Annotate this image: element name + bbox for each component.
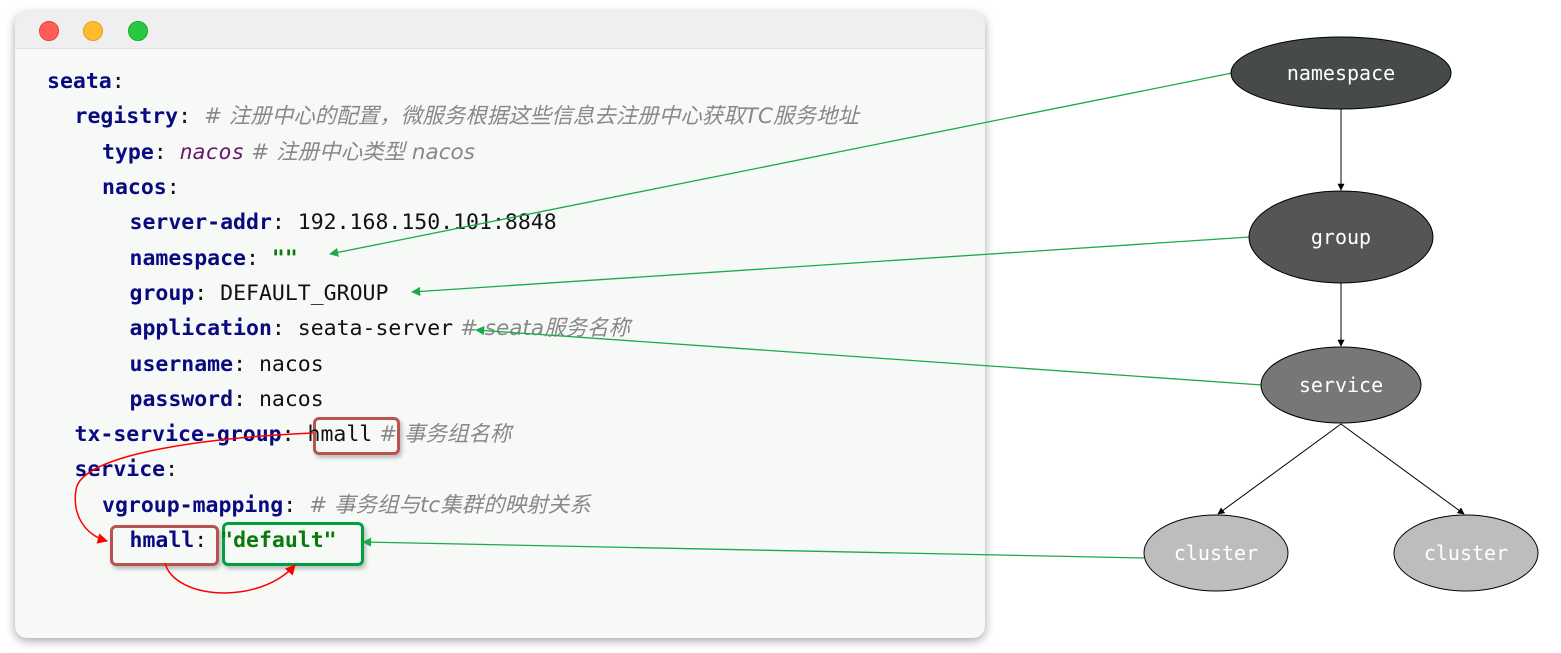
code-token-punct: : (153, 140, 180, 165)
title-bar (15, 12, 985, 49)
code-token-italic: nacos (179, 140, 245, 165)
minimize-window-button[interactable] (83, 21, 103, 41)
close-window-button[interactable] (39, 21, 59, 41)
code-token-plain: nacos (258, 352, 324, 377)
code-token-str: "" (271, 246, 298, 271)
node-ellipse (1393, 514, 1539, 592)
code-window (15, 12, 985, 638)
code-line: registry: # 注册中心的配置，微服务根据这些信息去注册中心获取TC服务… (75, 104, 859, 130)
code-token-punct: : (246, 246, 272, 271)
code-token-punct: : (165, 457, 179, 482)
code-line: type: nacos # 注册中心类型 nacos (102, 140, 475, 166)
code-token-key: hmall (129, 528, 195, 553)
code-token-key: tx-service-group (74, 422, 282, 447)
code-token-punct: : (271, 210, 298, 235)
node-ellipse (1143, 514, 1289, 592)
code-line: seata: (47, 69, 125, 95)
code-token-punct: : (283, 493, 310, 518)
code-token-plain: nacos (258, 387, 324, 412)
arrow-service-to-code (475, 326, 1263, 386)
code-token-comment: # 事务组与tc集群的映射关系 (309, 493, 591, 518)
code-token-plain: 192.168.150.101:8848 (297, 210, 557, 235)
code-token-punct: : (178, 104, 204, 129)
code-token-plain: seata-server (297, 316, 454, 341)
code-line: application: seata-server # seata服务名称 (130, 316, 631, 342)
code-token-key: registry (74, 104, 179, 129)
node-label: namespace (1287, 61, 1395, 85)
code-token-punct: : (233, 387, 259, 412)
code-token-comment: # 注册中心的配置，微服务根据这些信息去注册中心获取TC服务地址 (203, 104, 859, 129)
edge-service-cluster1 (1217, 423, 1342, 515)
arrow-key-to-value (164, 562, 296, 594)
code-line: group: DEFAULT_GROUP (130, 281, 389, 307)
node-group: group (1248, 190, 1434, 284)
node-ellipse (1260, 346, 1422, 424)
code-line: nacos: (102, 175, 180, 201)
code-token-comment: # 注册中心类型 nacos (244, 140, 475, 165)
mapping-key-highlight-box (110, 525, 219, 566)
code-token-key: type (102, 140, 154, 165)
code-token-key: seata (47, 69, 112, 94)
node-label: cluster (1174, 541, 1258, 565)
code-token-key: username (129, 352, 234, 377)
code-line: hmall: "default" (130, 528, 337, 554)
node-label: cluster (1424, 541, 1508, 565)
arrow-txgroup-to-mapping-key (74, 432, 314, 544)
code-line: namespace: "" (130, 246, 298, 272)
code-token-punct: : (271, 316, 298, 341)
maximize-window-button[interactable] (128, 21, 148, 41)
node-label: service (1299, 373, 1383, 397)
code-token-punct: : (233, 352, 259, 377)
code-token-comment: # seata服务名称 (453, 316, 631, 341)
code-line: vgroup-mapping: # 事务组与tc集群的映射关系 (102, 493, 591, 519)
code-token-str: "default" (220, 528, 337, 553)
code-line: tx-service-group: hmall # 事务组名称 (75, 422, 512, 448)
code-token-punct: : (194, 528, 221, 553)
code-token-comment: # 事务组名称 (372, 422, 512, 447)
edge-service-cluster2 (1340, 423, 1465, 515)
node-cluster2: cluster (1393, 514, 1539, 592)
code-line: password: nacos (130, 387, 324, 413)
arrow-namespace-to-code (329, 72, 1233, 257)
code-token-key: namespace (129, 246, 247, 271)
code-token-punct: : (166, 175, 180, 200)
node-service: service (1260, 346, 1422, 424)
code-token-key: server-addr (129, 210, 272, 235)
code-line: server-addr: 192.168.150.101:8848 (130, 210, 557, 236)
code-token-punct: : (111, 69, 125, 94)
node-label: group (1311, 225, 1371, 249)
code-token-punct: : (194, 281, 221, 306)
code-token-key: service (74, 457, 166, 482)
code-line: username: nacos (130, 352, 324, 378)
arrow-group-to-code (411, 236, 1251, 297)
arrow-cluster-to-code (362, 537, 1145, 559)
node-ellipse (1248, 190, 1434, 284)
node-cluster1: cluster (1143, 514, 1289, 592)
code-token-key: password (129, 387, 234, 412)
code-line: service: (75, 457, 179, 483)
code-token-key: application (129, 316, 272, 341)
code-token-plain: hmall (307, 422, 373, 447)
tx-group-highlight-box (313, 417, 400, 455)
node-namespace: namespace (1230, 36, 1452, 110)
code-token-key: group (129, 281, 195, 306)
node-ellipse (1230, 36, 1452, 110)
code-token-key: nacos (102, 175, 167, 200)
code-token-key: vgroup-mapping (102, 493, 284, 518)
code-token-plain: DEFAULT_GROUP (220, 281, 389, 306)
